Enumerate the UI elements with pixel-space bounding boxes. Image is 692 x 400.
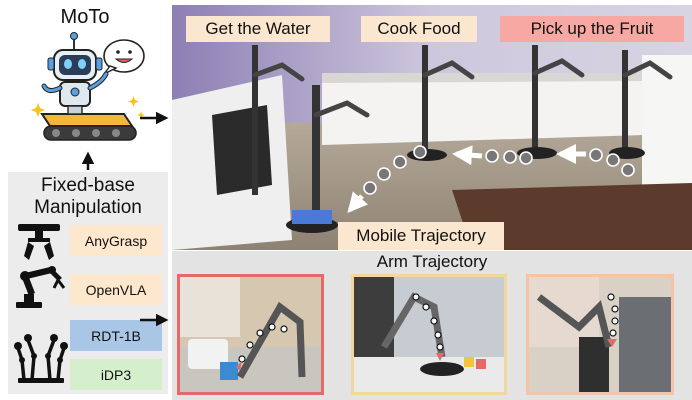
robot-arm-icon bbox=[16, 266, 66, 308]
task-get-water: Get the Water bbox=[186, 16, 330, 42]
moto-title: MoTo bbox=[60, 6, 110, 28]
arm-frame-cook bbox=[351, 274, 507, 395]
method-anygrasp: AnyGrasp bbox=[70, 225, 162, 256]
method-openvla: OpenVLA bbox=[70, 274, 162, 305]
arm-frame-water bbox=[177, 274, 324, 395]
task-cook-food: Cook Food bbox=[361, 16, 477, 42]
gripper-icon bbox=[18, 224, 60, 260]
fixed-base-title: Fixed-base Manipulation bbox=[34, 175, 142, 218]
method-rdt-1b: RDT-1B bbox=[70, 320, 162, 351]
method-idp3: iDP3 bbox=[70, 359, 162, 390]
multi-arm-icon bbox=[14, 334, 68, 383]
arm-trajectory-label: Arm Trajectory bbox=[376, 252, 488, 271]
arm-frame-fruit bbox=[526, 274, 674, 395]
mobile-scene-photo bbox=[172, 5, 692, 250]
mobile-trajectory-label: Mobile Trajectory bbox=[338, 222, 504, 250]
task-pick-fruit: Pick up the Fruit bbox=[500, 16, 684, 42]
moto-robot-illustration bbox=[31, 32, 145, 141]
